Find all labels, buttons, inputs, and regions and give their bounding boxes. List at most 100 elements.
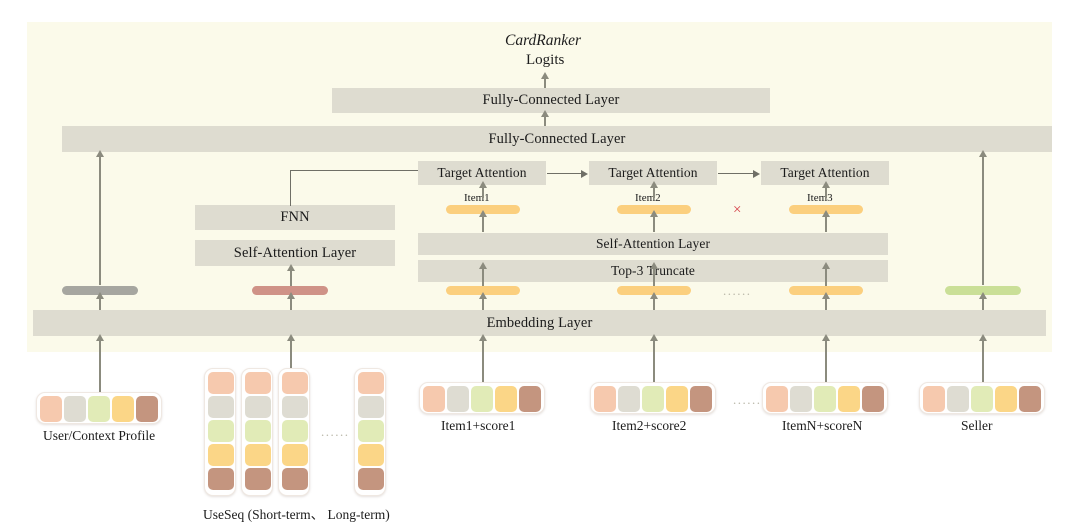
token-tile [245, 420, 271, 442]
token-tile [245, 468, 271, 490]
token-tile [358, 468, 384, 490]
arrow-item2-input-to-embedding [653, 340, 655, 385]
arrow-itemN-bar-to-top3 [825, 268, 827, 286]
token-tile [358, 420, 384, 442]
arrow-embedding-to-item1-bar [482, 298, 484, 310]
embedding-layer-box: Embedding Layer [33, 310, 1046, 336]
embedding-bars-ellipsis: ...... [723, 283, 752, 298]
arrow-item1-bar-to-target-attention-1 [482, 187, 484, 198]
token-tile [642, 386, 664, 412]
seller-token-group [919, 382, 1045, 414]
arrow-seller-bar-to-fc-wide [982, 156, 984, 285]
token-tile [971, 386, 993, 412]
model-title: CardRanker [505, 32, 582, 49]
useseq-token-column-1 [204, 368, 236, 496]
arrow-self-attention-to-item2-bar [653, 216, 655, 232]
token-tile [208, 468, 234, 490]
connector-fnn-horizontal [290, 170, 418, 172]
token-tile [666, 386, 688, 412]
useseq-ellipsis: ...... [321, 424, 350, 439]
token-tile [790, 386, 812, 412]
token-tile [690, 386, 712, 412]
token-tile [947, 386, 969, 412]
arrow-target-attention-1-to-2 [547, 173, 582, 175]
user-profile-embedding-bar [62, 286, 138, 295]
arrow-target-attention-2-to-3 [718, 173, 754, 175]
useseq-token-column-last [354, 368, 386, 496]
token-tile [358, 372, 384, 394]
token-tile [208, 420, 234, 442]
token-tile [208, 372, 234, 394]
fully-connected-layer-wide: Fully-Connected Layer [62, 126, 1052, 152]
item1-token-group [419, 382, 545, 414]
token-tile [838, 386, 860, 412]
item1-label: Item1 [464, 192, 490, 204]
arrow-itemN-input-to-embedding [825, 340, 827, 385]
item2-embedding-bar [617, 286, 691, 295]
item-inputs-ellipsis: ...... [733, 392, 762, 407]
token-tile [64, 396, 86, 422]
token-tile [814, 386, 836, 412]
seller-embedding-bar [945, 286, 1021, 295]
useseq-token-column-2 [241, 368, 273, 496]
arrow-seller-input-to-embedding [982, 340, 984, 385]
token-tile [282, 468, 308, 490]
item1-embedding-bar [446, 286, 520, 295]
token-tile [618, 386, 640, 412]
fully-connected-layer-top: Fully-Connected Layer [332, 88, 770, 113]
token-tile [358, 396, 384, 418]
self-attention-layer-left: Self-Attention Layer [195, 240, 395, 266]
arrow-embedding-to-seller-bar [982, 298, 984, 310]
fnn-box: FNN [195, 205, 395, 230]
arrow-self-attention-to-item3-bar [825, 216, 827, 232]
token-tile [1019, 386, 1041, 412]
arrow-useseq-bar-to-self-attention [290, 270, 292, 286]
item2-token-group [590, 382, 716, 414]
useseq-embedding-bar [252, 286, 328, 295]
itemN-token-group [762, 382, 888, 414]
cross-icon: × [733, 202, 742, 218]
arrow-fc-wide-to-fc-top [544, 116, 546, 132]
item2-score2-label: Item2+score2 [612, 418, 687, 433]
token-tile [245, 444, 271, 466]
token-tile [923, 386, 945, 412]
token-tile [245, 372, 271, 394]
arrow-embedding-to-item2-bar [653, 298, 655, 310]
token-tile [495, 386, 517, 412]
arrow-fc-top-to-logits [544, 78, 546, 92]
token-tile [594, 386, 616, 412]
token-tile [208, 396, 234, 418]
token-tile [471, 386, 493, 412]
logits-label: Logits [526, 52, 565, 68]
token-tile [282, 396, 308, 418]
arrow-user-bar-to-fc-wide [99, 156, 101, 285]
arrow-user-profile-input-to-embedding [99, 340, 101, 392]
token-tile [282, 420, 308, 442]
token-tile [519, 386, 541, 412]
token-tile [766, 386, 788, 412]
token-tile [245, 396, 271, 418]
item1-score1-label: Item1+score1 [441, 418, 516, 433]
arrow-item1-input-to-embedding [482, 340, 484, 385]
arrow-item3-bar-to-target-attention-3 [825, 187, 827, 198]
model-panel-background [27, 22, 1052, 352]
itemN-embedding-bar [789, 286, 863, 295]
token-tile [995, 386, 1017, 412]
token-tile [40, 396, 62, 422]
token-tile [112, 396, 134, 422]
item2-label: Item2 [635, 192, 661, 204]
arrow-item2-bar-to-target-attention-2 [653, 187, 655, 198]
token-tile [423, 386, 445, 412]
token-tile [358, 444, 384, 466]
connector-fnn-vertical [290, 170, 292, 206]
item3-label: Item3 [807, 192, 833, 204]
arrow-item1-bar-to-top3 [482, 268, 484, 286]
token-tile [282, 444, 308, 466]
token-tile [447, 386, 469, 412]
itemN-scoreN-label: ItemN+scoreN [782, 418, 863, 433]
seller-label: Seller [961, 418, 993, 433]
arrow-item2-bar-to-top3 [653, 268, 655, 286]
arrow-embedding-to-itemN-bar [825, 298, 827, 310]
arrow-embedding-to-user-bar [99, 298, 101, 310]
